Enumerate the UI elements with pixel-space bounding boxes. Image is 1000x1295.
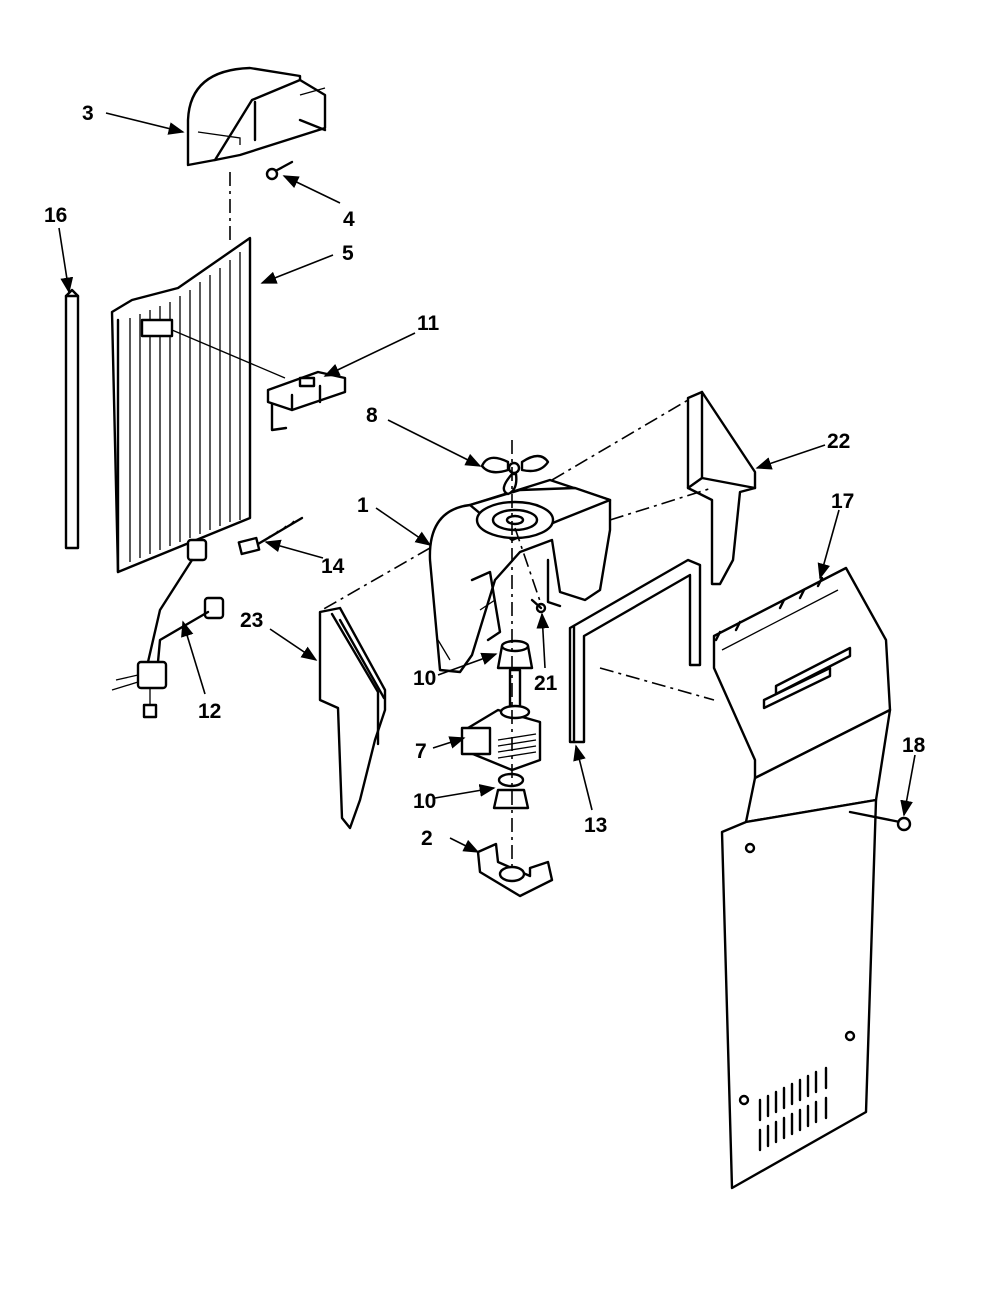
callout-11: 11	[417, 312, 440, 335]
part-10-lower-grommet	[492, 772, 530, 810]
callout-22: 22	[827, 430, 850, 453]
part-17-back-panel	[712, 566, 892, 1190]
callout-18: 18	[902, 734, 926, 757]
callout-labels: 3 4 16 5 11 8 22 1 17 14 23 21 12 10 18 …	[44, 102, 926, 850]
callout-14: 14	[321, 555, 345, 578]
part-8-fan-blade	[480, 454, 550, 496]
part-10-upper-grommet	[496, 639, 534, 670]
callout-10b: 10	[413, 790, 436, 813]
leader-lines	[58, 112, 916, 853]
callout-2: 2	[421, 827, 433, 850]
callout-16: 16	[44, 204, 67, 227]
callout-12: 12	[198, 700, 221, 723]
callout-17: 17	[831, 490, 854, 513]
part-23-side-duct	[318, 606, 387, 830]
callout-5: 5	[342, 242, 354, 265]
part-2-motor-bracket	[476, 842, 554, 898]
part-11-bracket	[266, 370, 347, 432]
callout-21: 21	[534, 672, 558, 695]
part-13-u-channel	[568, 558, 702, 744]
callout-7: 7	[415, 740, 427, 763]
assembly-centerlines	[229, 172, 715, 870]
part-1-fan-housing	[428, 478, 612, 674]
part-5-rear-panel	[110, 236, 286, 574]
callout-23: 23	[240, 609, 263, 632]
callout-8: 8	[366, 404, 378, 427]
part-4-screw	[265, 160, 294, 181]
part-21-screw	[530, 598, 547, 614]
part-7-fan-motor	[460, 668, 542, 772]
callout-13: 13	[584, 814, 607, 837]
part-22-side-duct	[686, 390, 757, 586]
callout-10: 10	[413, 667, 436, 690]
part-12-wire-harness	[111, 538, 225, 719]
callout-1: 1	[357, 494, 369, 517]
callout-4: 4	[343, 208, 355, 231]
callout-3: 3	[82, 102, 94, 125]
part-14-bolt	[237, 516, 304, 556]
part-18-screw	[848, 810, 912, 832]
part-3-duct-cover	[186, 66, 327, 167]
part-16-strip	[64, 288, 80, 550]
